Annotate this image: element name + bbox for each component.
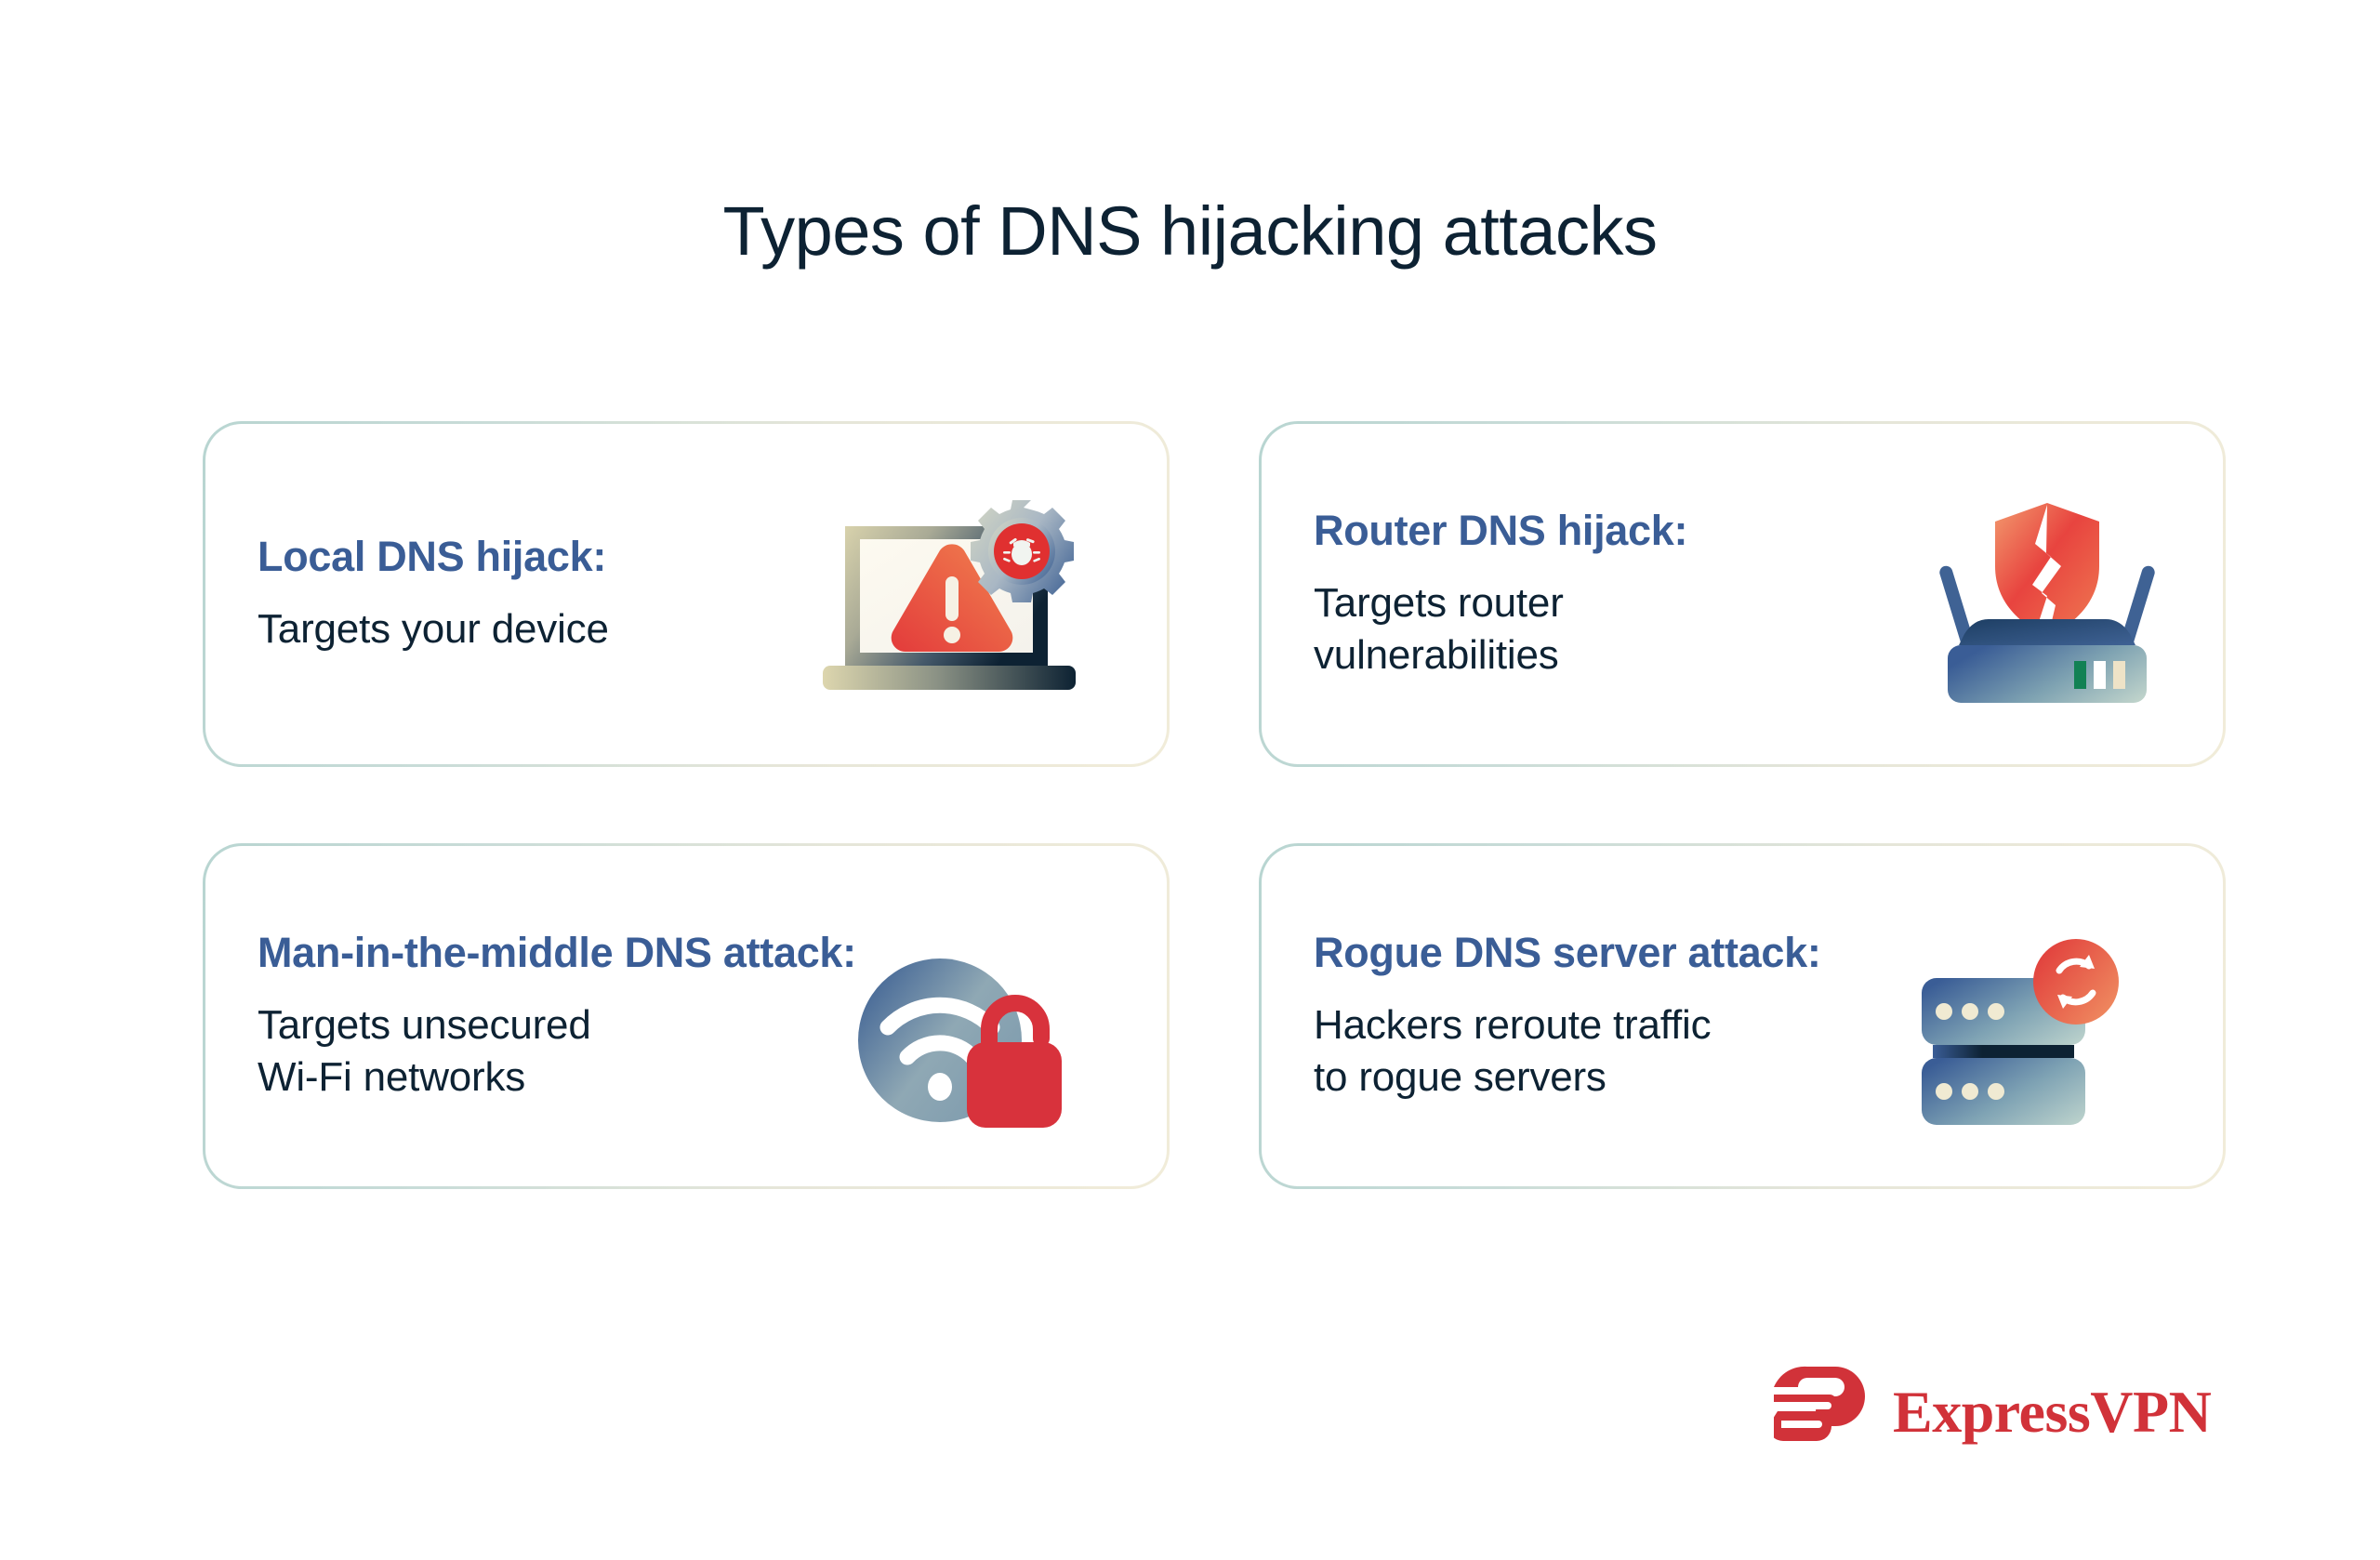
laptop-warning-bug-icon	[821, 489, 1100, 703]
card-rogue-dns-server-attack[interactable]: Rogue DNS server attack: Hackers reroute…	[1259, 843, 2226, 1189]
attack-types-grid: Local DNS hijack: Targets your device	[203, 421, 2226, 1189]
expressvpn-e-mark-icon	[1768, 1365, 1871, 1459]
card-heading: Rogue DNS server attack:	[1314, 928, 1821, 976]
router-broken-shield-icon	[1931, 483, 2163, 715]
card-body: Targets router vulnerabilities	[1314, 579, 1564, 678]
expressvpn-logo: ExpressVPN	[1768, 1365, 2212, 1459]
card-local-dns-hijack[interactable]: Local DNS hijack: Targets your device	[203, 421, 1170, 767]
card-body: Hackers reroute traffic to rogue servers	[1314, 1001, 1712, 1100]
wifi-unlocked-padlock-icon	[856, 957, 1089, 1157]
card-man-in-the-middle-dns-attack[interactable]: Man-in-the-middle DNS attack: Targets un…	[203, 843, 1170, 1189]
card-heading: Local DNS hijack:	[258, 532, 607, 580]
server-stack-refresh-icon	[1920, 937, 2134, 1160]
card-heading: Router DNS hijack:	[1314, 506, 1688, 554]
card-body: Targets unsecured Wi-Fi networks	[258, 1001, 591, 1100]
card-text-block: Local DNS hijack: Targets your device	[258, 533, 821, 655]
card-heading: Man-in-the-middle DNS attack:	[258, 928, 856, 976]
card-router-dns-hijack[interactable]: Router DNS hijack: Targets router vulner…	[1259, 421, 2226, 767]
card-text-block: Router DNS hijack: Targets router vulner…	[1314, 507, 1931, 681]
expressvpn-wordmark: ExpressVPN	[1893, 1378, 2212, 1445]
page-title: Types of DNS hijacking attacks	[722, 192, 1659, 270]
card-text-block: Man-in-the-middle DNS attack: Targets un…	[258, 929, 856, 1104]
card-text-block: Rogue DNS server attack: Hackers reroute…	[1314, 929, 1920, 1104]
card-body: Targets your device	[258, 605, 609, 652]
